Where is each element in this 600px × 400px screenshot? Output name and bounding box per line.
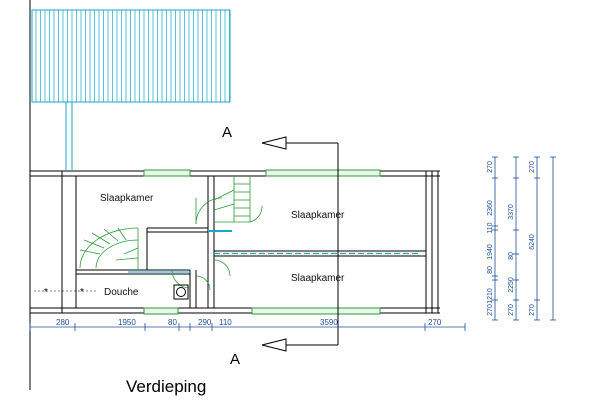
bottom-dimension-label: 290	[198, 318, 212, 327]
right-dimension-label: 6240	[529, 234, 536, 250]
right-dimension-lines: 2702360110194080121027033708022502702706…	[487, 156, 556, 321]
balcony-hatch	[31, 9, 231, 103]
bottom-dimension-label: 280	[56, 318, 70, 327]
staircase	[79, 176, 251, 270]
section-line	[261, 136, 339, 352]
right-dimension-label: 270	[487, 161, 494, 173]
room-label-douche: Douche	[104, 287, 139, 298]
right-dimension-label: 80	[508, 252, 515, 260]
right-dimension-label: 3370	[508, 204, 515, 220]
douche-marker-left: *	[44, 287, 48, 298]
doors	[171, 197, 263, 291]
right-dimension-label: 110	[487, 222, 494, 233]
room-label-slaapkamer-right-top: Slaapkamer	[291, 210, 345, 221]
drawing-title: Verdieping	[126, 377, 206, 396]
right-dimension-label: 1210	[487, 288, 494, 304]
room-label-slaapkamer-left: Slaapkamer	[100, 193, 154, 204]
right-dimension-label: 270	[529, 304, 536, 316]
section-marker-bottom: A	[230, 351, 240, 368]
right-dimension-label: 1940	[487, 244, 494, 260]
room-label-slaapkamer-right-bottom: Slaapkamer	[291, 273, 345, 284]
right-dimension-label: 2360	[487, 200, 494, 216]
bottom-dimension-label: 110	[219, 318, 232, 327]
bottom-dimension-label: 3590	[320, 318, 338, 327]
right-dimension-label: 270	[529, 161, 536, 173]
toilet-icon	[173, 284, 189, 300]
bottom-dimension-label: 80	[168, 318, 177, 327]
right-dimension-label: 80	[487, 266, 494, 274]
right-dimension-label: 270	[508, 304, 515, 316]
right-dimension-label: 2250	[508, 277, 515, 293]
section-marker-top: A	[222, 124, 232, 141]
bottom-dimension-label: 270	[428, 318, 442, 327]
right-dimension-label: 270	[487, 304, 494, 316]
windows	[143, 169, 381, 315]
bottom-dimension-line: 280 1950 80 290 110 3590 270	[29, 318, 466, 331]
douche-marker-right: *	[80, 287, 84, 298]
bottom-dimension-label: 1950	[118, 318, 136, 327]
interior-walls	[76, 176, 426, 308]
